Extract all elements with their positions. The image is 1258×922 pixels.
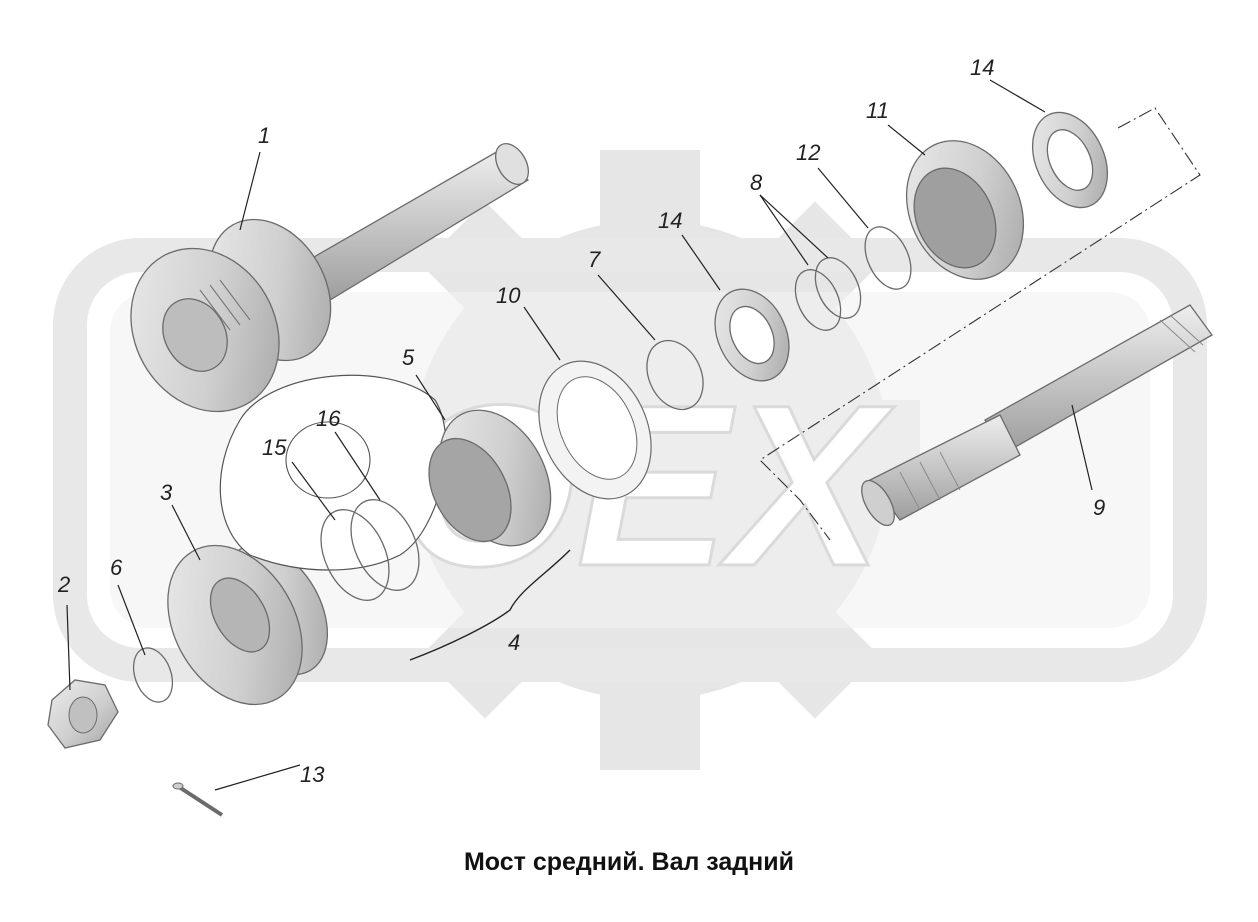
part-16-seal-ring xyxy=(350,499,420,591)
callout-16: 16 xyxy=(316,406,341,431)
watermark-frame xyxy=(53,238,1207,682)
callout-12: 12 xyxy=(796,140,820,165)
part-7-seal xyxy=(646,339,704,411)
callout-7: 7 xyxy=(588,247,601,272)
diagram-caption: Мост средний. Вал задний xyxy=(463,848,795,876)
part-1-flange-shaft xyxy=(130,143,530,413)
leader-lines xyxy=(66,79,1093,791)
part-10-gasket xyxy=(538,360,652,500)
part-8-rings xyxy=(794,257,862,331)
callout-6: 6 xyxy=(110,555,123,580)
part-13-cotter-pin xyxy=(172,782,224,817)
part-14-bearing-lower xyxy=(714,288,790,382)
callout-9: 9 xyxy=(1093,495,1105,520)
callout-5: 5 xyxy=(402,345,415,370)
callout-14-upper: 14 xyxy=(970,55,994,80)
callout-8: 8 xyxy=(750,170,763,195)
callout-10: 10 xyxy=(496,283,521,308)
callout-4: 4 xyxy=(508,630,520,655)
callout-15: 15 xyxy=(262,435,287,460)
part-12-ring xyxy=(864,226,912,290)
part-3-flange xyxy=(167,544,329,706)
callout-2: 2 xyxy=(57,572,70,597)
part-6-lock-washer xyxy=(132,647,174,703)
callout-3: 3 xyxy=(160,480,173,505)
part-11-cup xyxy=(905,140,1025,280)
callout-11: 11 xyxy=(866,98,889,123)
part-14-bearing-upper xyxy=(1031,111,1109,209)
part-5-housing xyxy=(428,409,552,547)
callout-1: 1 xyxy=(258,123,270,148)
part-2-nut xyxy=(47,679,119,749)
part-15-seal-ring xyxy=(320,509,390,601)
part-9-rear-shaft xyxy=(861,304,1213,527)
callouts: 1 2 3 4 5 6 7 8 9 10 11 12 13 14 14 15 1… xyxy=(57,55,1105,787)
assembly-axis-line xyxy=(759,107,1201,541)
callout-14-lower: 14 xyxy=(658,208,682,233)
callout-13: 13 xyxy=(300,762,325,787)
